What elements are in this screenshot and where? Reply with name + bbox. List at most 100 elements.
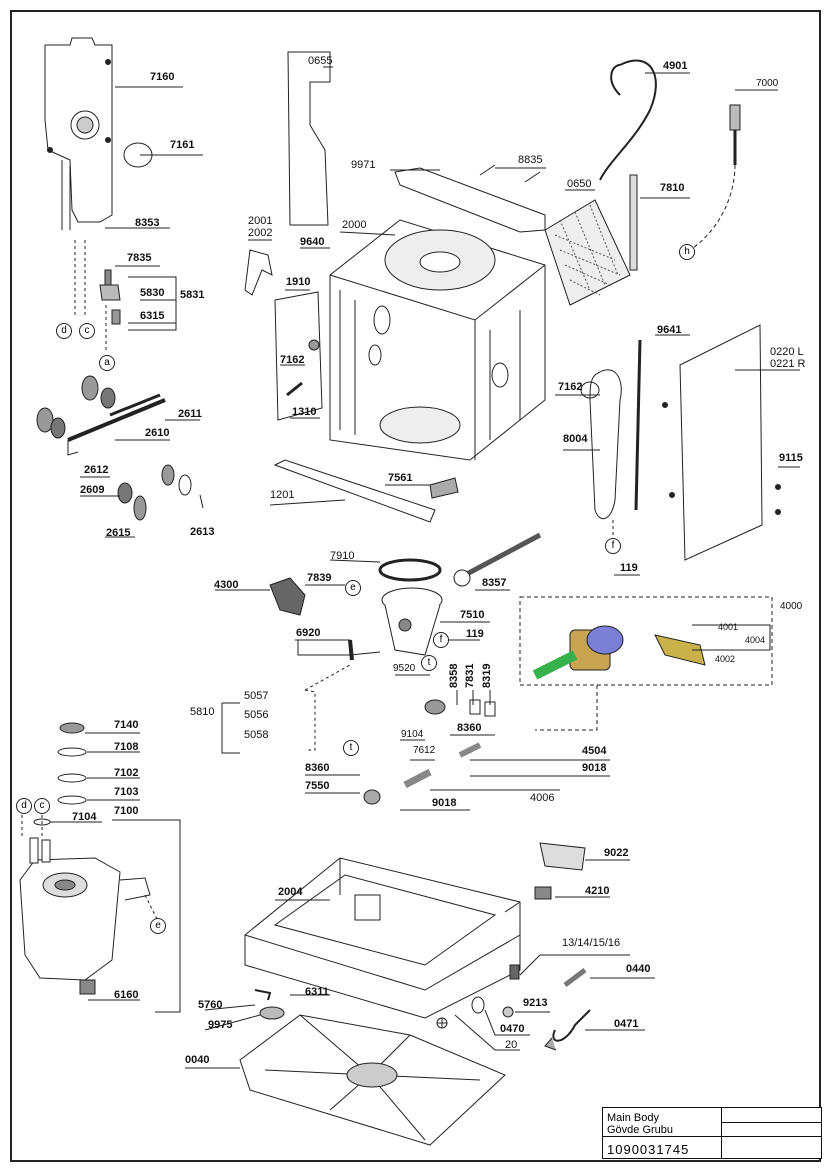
title-line-2: Gövde Grubu (607, 1124, 674, 1136)
label-7162-right: 7162 (558, 381, 583, 393)
part-2610-rods (36, 375, 204, 521)
label-9640: 9640 (300, 236, 325, 248)
label-7561: 7561 (388, 472, 413, 484)
label-0220: 0220 L (770, 346, 804, 358)
label-2613: 2613 (190, 526, 215, 538)
part-4901-hose (599, 59, 657, 181)
part-9641-seal (634, 339, 642, 511)
part-2004-frame (244, 857, 521, 1019)
label-119-right: 119 (620, 562, 638, 574)
label-2000: 2000 (342, 219, 367, 231)
label-8358: 8358 (448, 663, 460, 688)
label-6160: 6160 (114, 989, 139, 1001)
part-2000-tub (329, 219, 546, 461)
label-9641: 9641 (657, 324, 682, 336)
callout-c-bottom: c (34, 798, 50, 814)
label-8319: 8319 (481, 663, 493, 688)
label-4901: 4901 (663, 60, 688, 72)
part-7140-cap (59, 722, 85, 734)
label-8353: 8353 (135, 217, 160, 229)
label-7104: 7104 (72, 811, 97, 823)
part-0650-mesh (544, 199, 631, 306)
label-4006: 4006 (530, 792, 555, 804)
callout-d-top: d (56, 323, 72, 339)
label-6311: 6311 (305, 986, 329, 998)
part-7510-sump (381, 587, 443, 656)
label-5760: 5760 (198, 999, 223, 1011)
callout-c-top: c (79, 323, 95, 339)
part-4001-flowmeter (532, 625, 706, 680)
label-4300: 4300 (214, 579, 239, 591)
label-8360-left: 8360 (305, 762, 330, 774)
label-4210: 4210 (585, 885, 610, 897)
label-7612: 7612 (413, 745, 436, 756)
label-1310: 1310 (292, 406, 317, 418)
part-0040-tray (239, 1014, 506, 1146)
label-119-mid: 119 (466, 628, 484, 640)
label-7839: 7839 (307, 572, 332, 584)
label-9975: 9975 (208, 1019, 233, 1031)
dashed-leaders-left (74, 240, 107, 352)
part-7103-ring (57, 795, 87, 805)
label-4004: 4004 (745, 635, 766, 645)
callout-t-mid: t (421, 655, 437, 671)
label-4001: 4001 (718, 622, 739, 632)
label-7835: 7835 (127, 252, 152, 264)
label-7510: 7510 (460, 609, 485, 621)
callout-e-mid: e (345, 580, 361, 596)
label-8835: 8835 (518, 154, 543, 166)
label-7810: 7810 (660, 182, 685, 194)
label-8004: 8004 (563, 433, 588, 445)
label-9018-right: 9018 (582, 762, 607, 774)
label-0470: 0470 (500, 1023, 525, 1035)
label-7108: 7108 (114, 741, 139, 753)
label-8357: 8357 (482, 577, 507, 589)
label-7103: 7103 (114, 786, 139, 798)
label-7160: 7160 (150, 71, 175, 83)
callout-f-mid: f (433, 632, 449, 648)
label-20: 20 (505, 1039, 518, 1051)
label-7140: 7140 (114, 719, 139, 731)
part-9022-bracket (539, 842, 586, 871)
label-2615: 2615 (106, 527, 131, 539)
part-7160-shell (44, 37, 113, 230)
label-1201: 1201 (270, 489, 295, 501)
label-5058: 5058 (244, 729, 269, 741)
label-0650: 0650 (567, 178, 592, 190)
page-border (10, 10, 821, 1162)
label-7000: 7000 (756, 78, 779, 89)
part-9104-valve (403, 699, 496, 789)
part-0655-panel (287, 51, 331, 226)
part-7910-gasket (378, 558, 442, 582)
part-8357-heater (463, 532, 542, 578)
document-code: 1090031745 (607, 1142, 690, 1157)
part-8004-arm (589, 369, 622, 520)
label-7162-left: 7162 (280, 354, 305, 366)
part-7102-ring (57, 773, 87, 783)
part-2001-hinge (244, 249, 273, 296)
part-4300-pump (269, 577, 306, 616)
part-9975-impeller (259, 1006, 285, 1020)
label-5810: 5810 (190, 706, 215, 718)
label-2610: 2610 (145, 427, 170, 439)
callout-t-left: t (343, 740, 359, 756)
label-5831: 5831 (180, 289, 205, 301)
label-5057: 5057 (244, 690, 269, 702)
label-7102: 7102 (114, 767, 139, 779)
label-7910: 7910 (330, 550, 355, 562)
label-2612: 2612 (84, 464, 109, 476)
box-4000 (519, 596, 773, 686)
label-2611: 2611 (178, 408, 202, 420)
part-7108-ring (57, 747, 87, 757)
label-5830: 5830 (140, 287, 165, 299)
label-7161: 7161 (170, 139, 195, 151)
callout-a: a (99, 355, 115, 371)
label-2001: 2001 (248, 215, 273, 227)
part-7100-tank (19, 837, 151, 995)
label-9520: 9520 (393, 663, 416, 674)
title-line-1: Main Body (607, 1112, 659, 1124)
label-9115: 9115 (779, 452, 803, 464)
label-2002: 2002 (248, 227, 273, 239)
callout-e-bottom: e (150, 918, 166, 934)
label-1910: 1910 (286, 276, 311, 288)
